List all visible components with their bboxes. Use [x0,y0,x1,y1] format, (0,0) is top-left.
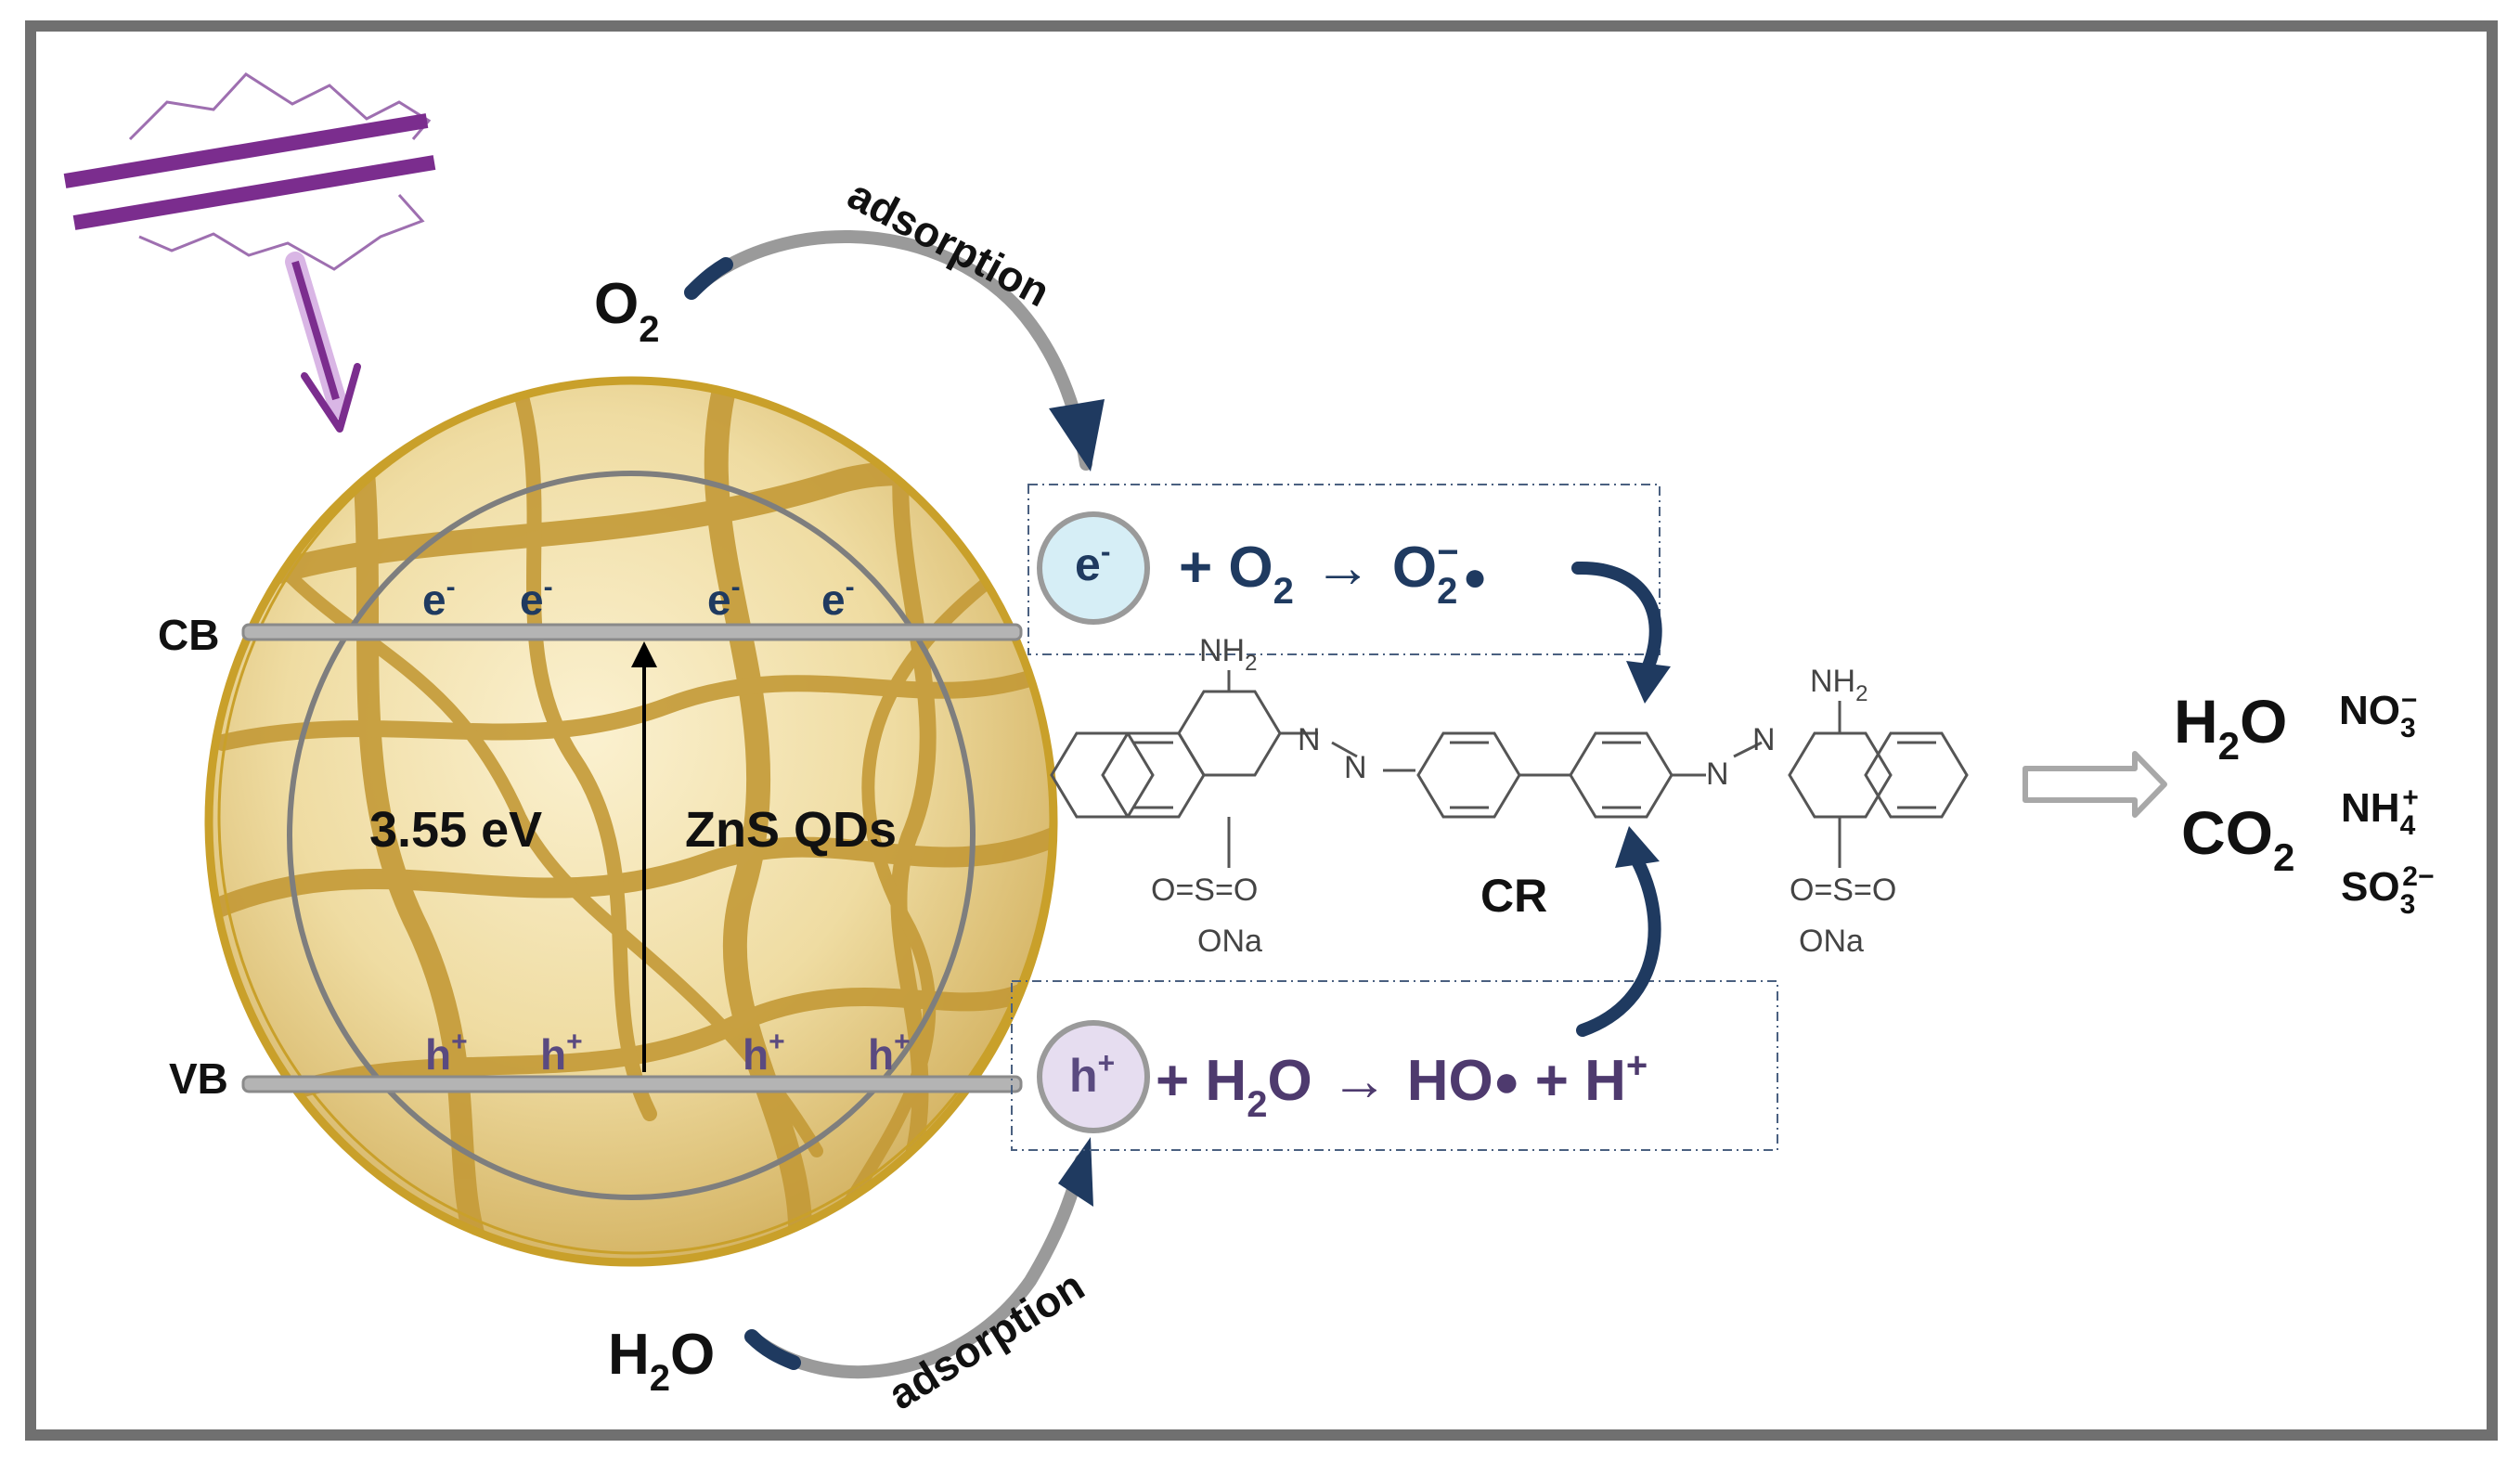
uv-lamp-icon [63,72,436,271]
electron-circle-label: e- [1075,535,1110,590]
azo-n-right-b: N [1752,722,1776,757]
hole-circle [1037,1020,1150,1133]
hole: h+ [540,1027,583,1079]
conduction-band [241,623,1023,641]
azo-n-left-b: N [1344,750,1367,785]
azo-n-right-a: N [1706,756,1729,792]
valence-band [241,1075,1023,1093]
product-no3: NO3− [2339,685,2417,743]
electron-carriers: e- e- e- e- [422,572,855,624]
hole: h+ [743,1027,785,1079]
zns-sphere [204,376,1058,1267]
nh2-right: NH2 [1810,664,1867,706]
congo-red-molecule [1101,670,1969,868]
nh2-left: NH2 [1199,633,1257,676]
vb-label: VB [169,1054,228,1103]
cr-label: CR [1480,870,1547,922]
electron-reaction-box [1027,484,1661,655]
ona-right: ONa [1799,924,1864,959]
band-gap-label: 3.55 eV [369,802,542,858]
material-label: ZnS QDs [685,802,897,858]
naphthalene-left-lower-ring [1050,731,1155,819]
h2o-reactant: H2O [608,1323,715,1399]
ona-left: ONa [1197,924,1262,959]
uv-light-arrow-icon [285,252,361,433]
cb-label: CB [158,611,219,659]
o2-reactant: O2 [594,272,659,350]
product-co2: CO2 [2181,798,2294,879]
electron: e- [707,572,741,624]
hole: h+ [868,1027,911,1079]
hole-reaction-box [1011,980,1778,1151]
electron-reaction-equation: + O2→O2−● [1179,532,1487,612]
sulfonate-right: O=S=O [1790,873,1896,908]
product-nh4: NH4+ [2341,782,2419,841]
electron-circle [1037,511,1150,625]
adsorption-arrow-top [685,229,1092,471]
product-so3: SO32− [2341,861,2434,920]
radical-attack-arrow-top [1571,561,1671,704]
adsorption-arrow-bottom [745,1154,1088,1379]
hole: h+ [425,1027,468,1079]
product-h2o: H2O [2174,687,2287,768]
electron: e- [422,572,456,624]
azo-n-left-a: N [1298,722,1321,757]
hole-circle-label: h+ [1069,1046,1115,1102]
electron: e- [520,572,553,624]
hole-reaction-equation: + H2O→HO●+ H+ [1156,1045,1648,1125]
hole-carriers: h+ h+ h+ h+ [425,1027,911,1079]
degradation-products: H2O CO2 NO3− NH4+ SO32− [2174,685,2434,920]
sulfonate-left: O=S=O [1151,873,1258,908]
radical-attack-arrow-bottom [1576,826,1661,1037]
hollow-arrow-icon [2022,751,2167,818]
electron: e- [821,572,855,624]
